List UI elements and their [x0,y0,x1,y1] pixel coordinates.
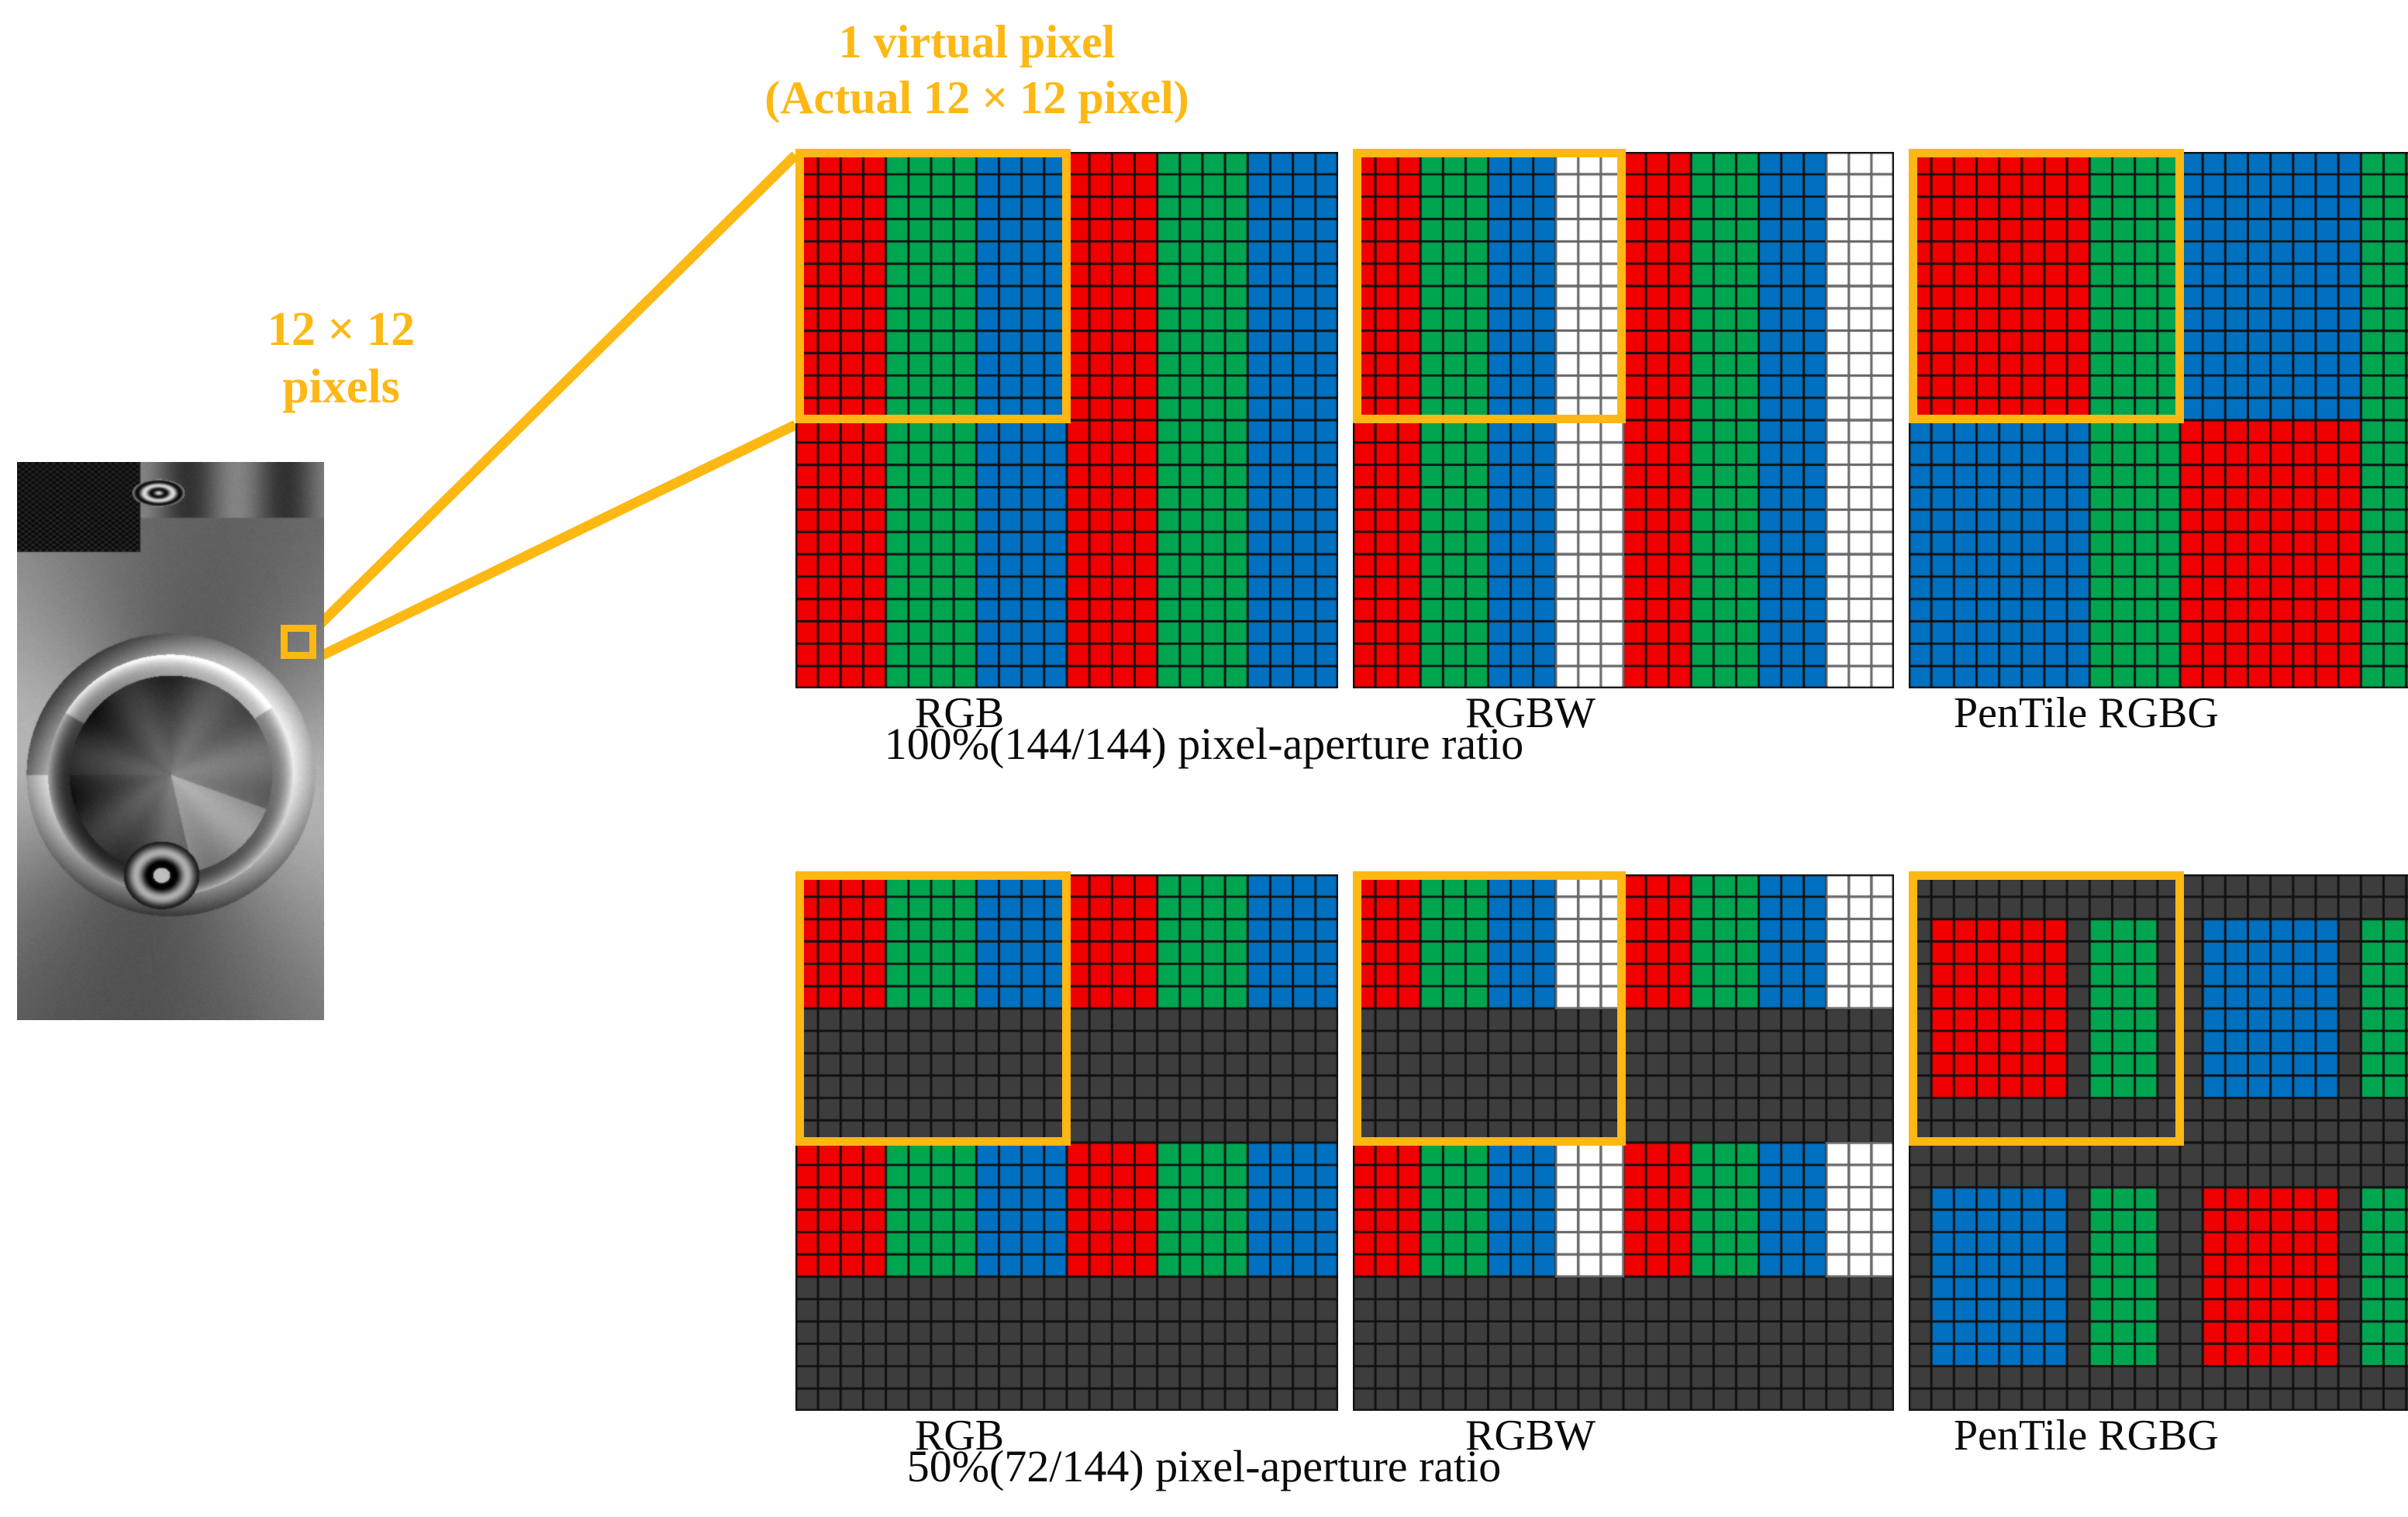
virtual-pixel-callout-title: 1 virtual pixel (Actual 12 × 12 pixel) [764,16,1189,123]
virtual-pixel-highlight-pentile-50 [1909,871,2184,1146]
virtual-pixel-highlight-rgbw-100 [1353,149,1626,423]
virtual-pixel-highlight-pentile-100 [1909,149,2184,423]
virtual-pixel-highlight-rgbw-50 [1353,871,1626,1146]
panel-label-rgb-50: RGB [915,1412,1005,1460]
panel-label-pentile-100: PenTile RGBG [1954,689,2219,737]
virtual-pixel-highlight-rgb-50 [795,871,1071,1146]
sink-photo-canvas [17,462,324,1020]
panel-label-rgbw-50: RGBW [1465,1412,1596,1460]
aperture-caption-100: 100%(144/144) pixel-aperture ratio [884,719,1524,769]
source-photo [17,462,324,1020]
panel-label-pentile-50: PenTile RGBG [1954,1412,2219,1460]
leader-line-bottom [312,420,798,664]
photo-zoom-region-box [281,625,316,659]
panel-label-rgb-100: RGB [915,689,1005,737]
panel-label-rgbw-100: RGBW [1465,689,1596,737]
aperture-caption-50: 50%(72/144) pixel-aperture ratio [906,1441,1502,1491]
pixel-count-callout-label: 12 × 12 pixels [267,303,416,414]
virtual-pixel-highlight-rgb-100 [795,149,1071,423]
